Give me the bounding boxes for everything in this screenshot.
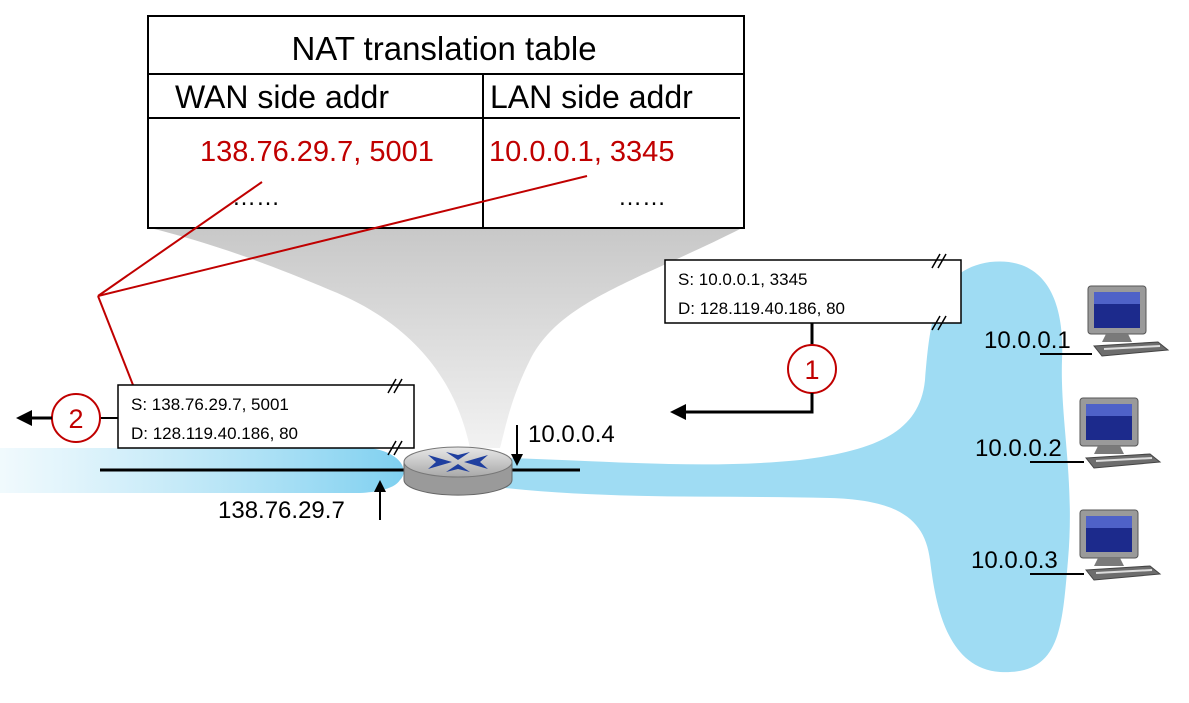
nat-translation-table: NAT translation table WAN side addr LAN … [147, 15, 745, 229]
wan-packet-dst: D: 128.119.40.186, 80 [131, 424, 298, 443]
host-3-ip: 10.0.0.3 [971, 547, 1058, 574]
wan-entry: 138.76.29.7, 5001 [200, 136, 434, 168]
lan-packet-dst: D: 128.119.40.186, 80 [678, 299, 845, 318]
host-2-ip: 10.0.0.2 [975, 435, 1062, 462]
lan-cloud [505, 261, 1070, 673]
host-2 [1079, 397, 1162, 469]
nat-table-title: NAT translation table [291, 30, 596, 67]
step1-arrow-head [670, 404, 686, 420]
lan-packet: S: 10.0.0.1, 3345 D: 128.119.40.186, 80 [664, 253, 962, 331]
wan-ip-pointer-head [374, 480, 386, 492]
wan-packet-src: S: 138.76.29.7, 5001 [131, 395, 289, 414]
lan-packet-src: S: 10.0.0.1, 3345 [678, 270, 808, 289]
wan-header: WAN side addr [175, 79, 389, 115]
step-1-label: 1 [804, 355, 819, 385]
computer-icon [1087, 285, 1170, 357]
host-1-ip: 10.0.0.1 [984, 327, 1071, 354]
nat-router [403, 446, 513, 496]
router-lan-ip: 10.0.0.4 [528, 421, 615, 448]
step1-arrow [684, 393, 814, 414]
step2-arrow-head [16, 410, 32, 426]
wan-packet: S: 138.76.29.7, 5001 D: 128.119.40.186, … [117, 378, 415, 456]
lan-header: LAN side addr [490, 79, 693, 115]
computer-icon [1079, 509, 1162, 581]
host-1 [1087, 285, 1170, 357]
host-3 [1079, 509, 1162, 581]
zoom-cone [150, 228, 742, 448]
router-arrows-icon [428, 452, 488, 472]
lan-entry: 10.0.0.1, 3345 [489, 136, 674, 168]
router-wan-ip: 138.76.29.7 [218, 497, 345, 524]
step-2-label: 2 [68, 404, 83, 434]
translation-callout-lines [97, 175, 588, 386]
lan-packet-break-icon [931, 253, 947, 331]
wan-packet-break-icon [387, 378, 403, 456]
lan-ellipsis: …… [618, 184, 666, 211]
lan-ip-pointer-head [511, 454, 523, 466]
computer-icon [1079, 397, 1162, 469]
